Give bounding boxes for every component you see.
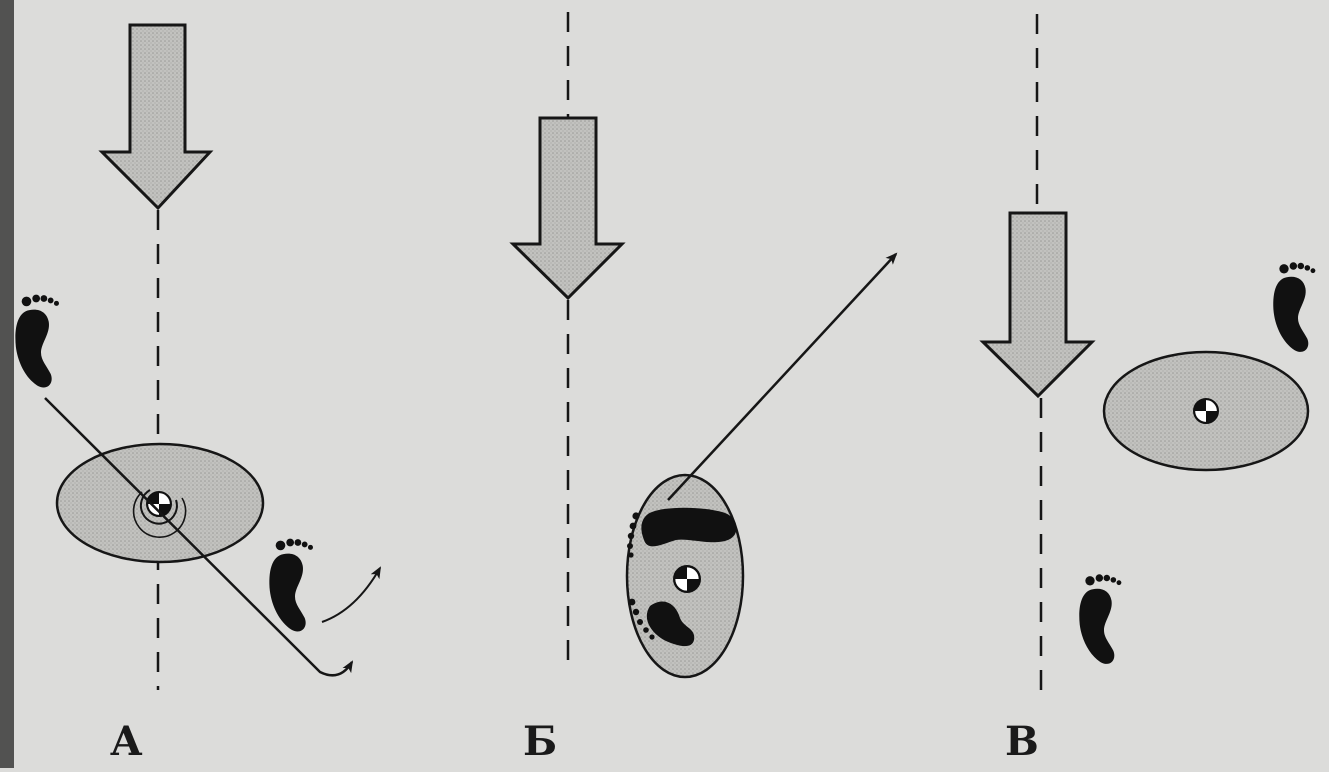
panel-label-c: В <box>1005 722 1039 762</box>
page-edge-shadow <box>0 0 14 768</box>
panel-label-a: А <box>110 722 143 762</box>
center-of-mass-icon <box>1194 399 1218 423</box>
panel-label-b: Б <box>523 722 557 762</box>
center-of-mass-icon <box>674 566 700 592</box>
